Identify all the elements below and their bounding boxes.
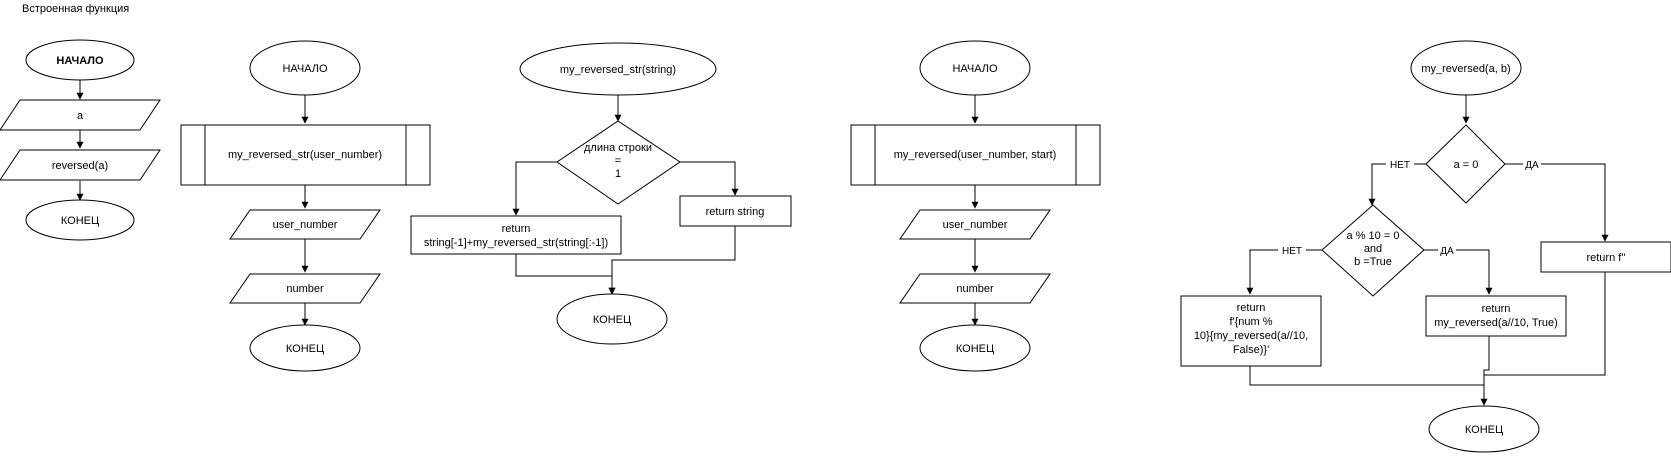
- return-process-node[interactable]: [679, 195, 792, 227]
- end-node[interactable]: [25, 199, 135, 241]
- end-node[interactable]: [556, 293, 668, 345]
- flow-my-reversed-str: my_reversed_str(string) длина строки = 1…: [410, 42, 792, 345]
- return-label: string[-1]+my_reversed_str(string[:-1]): [424, 237, 608, 249]
- return-label: return: [1237, 302, 1266, 314]
- return-process-node[interactable]: [1425, 295, 1567, 337]
- flow-builtin: НАЧАЛО a reversed(a) КОНЕЦ: [0, 39, 161, 241]
- decision-label: длина строки: [584, 142, 652, 154]
- output-label: reversed(a): [52, 160, 108, 172]
- start-node[interactable]: [1410, 40, 1522, 96]
- call-label: my_reversed(user_number, start): [894, 149, 1057, 161]
- return-process-node[interactable]: [1180, 295, 1322, 367]
- return-process-node[interactable]: [410, 215, 622, 255]
- io-label: number: [286, 283, 324, 295]
- diagram-title: Встроенная функция: [22, 3, 129, 15]
- end-node[interactable]: [1428, 405, 1540, 453]
- return-label: False)}': [1233, 344, 1269, 356]
- io-node[interactable]: [229, 209, 381, 240]
- input-node[interactable]: [0, 99, 161, 131]
- io-label: user_number: [273, 219, 338, 231]
- start-node[interactable]: [519, 42, 717, 96]
- flow-my-reversed: my_reversed(a, b) a = 0 НЕТ ДА a % 10 = …: [1180, 40, 1671, 453]
- return-label: return: [1482, 303, 1511, 315]
- output-node[interactable]: [0, 149, 161, 181]
- end-label: КОНЕЦ: [286, 343, 324, 355]
- return-label: 10}{my_reversed(a//10,: [1194, 330, 1308, 342]
- decision-node[interactable]: [1321, 204, 1425, 297]
- decision-label: a % 10 = 0: [1347, 230, 1400, 242]
- end-node[interactable]: [919, 324, 1031, 372]
- start-node[interactable]: [249, 40, 361, 96]
- return-label: return string: [706, 206, 765, 218]
- call-label: my_reversed_str(user_number): [228, 149, 382, 161]
- decision-node[interactable]: [1425, 124, 1506, 204]
- edge-label-no: НЕТ: [1390, 160, 1410, 171]
- return-process-node[interactable]: [1540, 241, 1671, 273]
- end-label: КОНЕЦ: [593, 314, 631, 326]
- io-node[interactable]: [229, 273, 381, 304]
- end-label: КОНЕЦ: [1465, 424, 1503, 436]
- start-label: my_reversed_str(string): [560, 64, 676, 76]
- input-label: a: [77, 110, 84, 122]
- decision-label: and: [1364, 243, 1382, 255]
- decision-label: b =True: [1354, 256, 1392, 268]
- edge-label-yes: ДА: [1525, 160, 1539, 171]
- return-label: return: [502, 223, 531, 235]
- end-node[interactable]: [249, 324, 361, 372]
- edge-label-yes: ДА: [1440, 246, 1454, 257]
- return-label: my_reversed(a//10, True): [1434, 317, 1558, 329]
- return-label: return f'': [1586, 252, 1625, 264]
- start-label: НАЧАЛО: [952, 63, 998, 75]
- io-label: user_number: [943, 219, 1008, 231]
- io-node[interactable]: [899, 273, 1051, 304]
- decision-label: a = 0: [1454, 159, 1479, 171]
- flow-main-str: НАЧАЛО my_reversed_str(user_number) user…: [180, 40, 431, 372]
- start-node[interactable]: [919, 40, 1031, 96]
- end-label: КОНЕЦ: [956, 343, 994, 355]
- start-label: НАЧАЛО: [56, 55, 104, 67]
- io-label: number: [956, 283, 994, 295]
- call-process-node[interactable]: [850, 124, 1101, 186]
- start-label: my_reversed(a, b): [1421, 63, 1510, 75]
- edge-label-no: НЕТ: [1282, 246, 1302, 257]
- flow-main-reversed: НАЧАЛО my_reversed(user_number, start) u…: [850, 40, 1101, 372]
- end-label: КОНЕЦ: [61, 215, 99, 227]
- start-label: НАЧАЛО: [282, 63, 328, 75]
- call-process-node[interactable]: [180, 124, 431, 186]
- return-label: f'{num %: [1229, 316, 1272, 328]
- io-node[interactable]: [899, 209, 1051, 240]
- start-node[interactable]: [25, 39, 135, 81]
- decision-node[interactable]: [556, 120, 681, 205]
- decision-label: 1: [615, 168, 621, 180]
- decision-label: =: [615, 155, 621, 167]
